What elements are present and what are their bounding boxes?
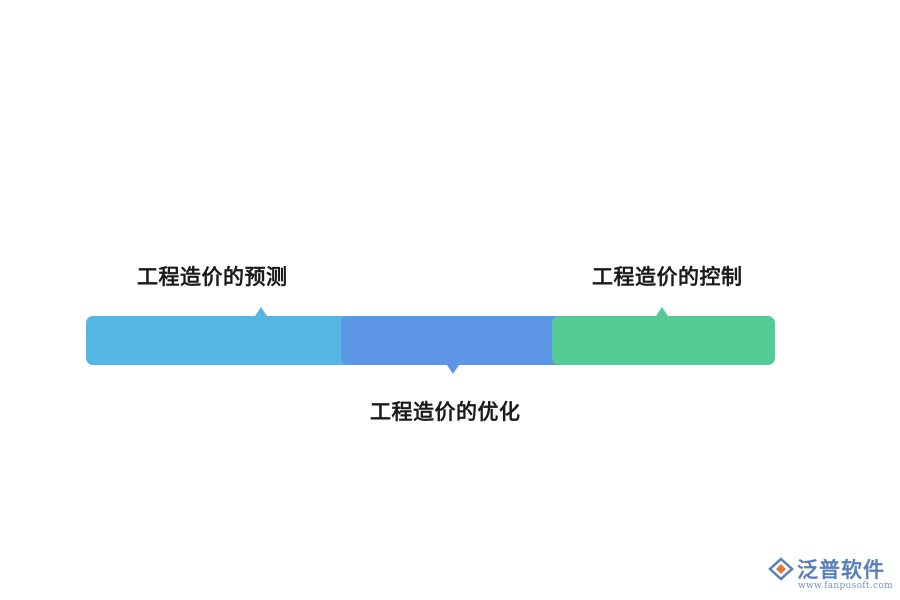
fanpu-logo-icon [768,557,794,581]
watermark-logo: 泛普软件 www.fanpusoft.com [768,554,893,594]
watermark-url: www.fanpusoft.com [798,581,893,591]
step-pointer-forecast [255,307,267,316]
step-label-control: 工程造价的控制 [592,265,743,289]
step-bar-forecast [86,316,356,365]
step-bar-optimization [341,316,567,365]
watermark-name: 泛普软件 [797,558,885,582]
step-label-optimization: 工程造价的优化 [370,400,521,424]
step-pointer-optimization [447,365,459,374]
step-bar-control [552,316,775,365]
step-label-forecast: 工程造价的预测 [137,265,288,289]
step-pointer-control [656,307,668,316]
